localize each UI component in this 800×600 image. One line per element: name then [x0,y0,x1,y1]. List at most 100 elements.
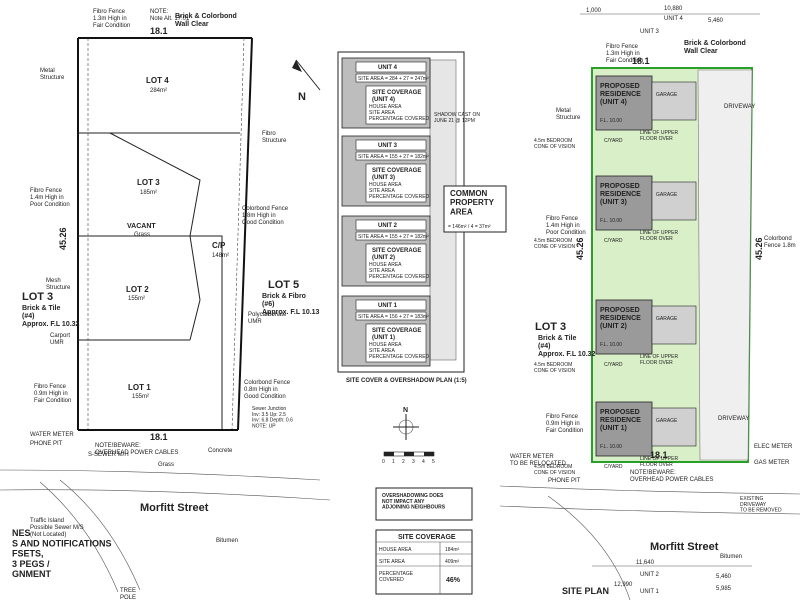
right-bottom-dim-1: 12,990 [614,582,633,588]
right-driveway-top: DRIVEWAY [724,104,755,110]
right-street-name: Morfitt Street [650,541,719,553]
coverage-title: SITE COVERAGE [398,534,456,541]
cyard-label: C/YARD [604,138,623,144]
unit-coverage-row: SITE AREA [369,188,396,194]
residence-block [595,175,653,231]
unit-coverage-row: HOUSE AREA [369,182,402,188]
unit-label: UNIT 3 [378,143,398,149]
cyard-label: C/YARD [604,362,623,368]
right-site-plan: 1,000 10,880 5,460 UNIT 4 UNIT 3 18.1 Fi… [499,6,800,600]
unit-coverage-title: SITE COVERAGE(UNIT 4) [372,90,421,103]
scale-3: 3 [412,459,415,465]
left-top-frontage: 18.1 [150,26,168,36]
garage-block [651,81,697,121]
coverage-row-value-1: 409m² [445,559,460,565]
right-bottom-frontage: 18.1 [650,450,668,460]
cyard-label: C/YARD [604,238,623,244]
coverage-row-value-0: 184m² [445,547,460,553]
garage-label: GARAGE [656,418,678,424]
left-bottom-frontage: 18.1 [150,432,168,442]
mid-north-arrow: N [393,407,419,440]
cp-label: C/P [212,241,226,250]
garage-label: GARAGE [656,192,678,198]
coverage-row-label-1: SITE AREA [379,559,406,565]
lot-4-name: LOT 4 [146,76,169,85]
unit-coverage-row: PERCENTAGE COVERED [369,116,430,122]
cp-area: 148m² [212,253,229,259]
site-plan-title: SITE PLAN [562,586,609,596]
lot-5-desc: Brick & Fibro(#6)Approx. F.L 10.13 [262,293,320,316]
cyard-label: C/YARD [604,464,623,470]
driveway-area [697,69,753,461]
garage-label: GARAGE [656,92,678,98]
common-property-value: = 146m² / 4 = 37m² [448,224,491,230]
lot-2-area: 155m² [128,296,145,302]
left-lot-3-desc: Brick & Tile(#4)Approx. F.L 10.32 [22,305,80,328]
scale-1: 1 [392,459,395,465]
left-side-length: 45.26 [58,227,68,250]
site-coverage-table: SITE COVERAGE HOUSE AREA 184m² SITE AREA… [375,529,473,595]
lot-3-area: 185m² [140,190,157,196]
unit-coverage-row: HOUSE AREA [369,342,402,348]
right-top-unit: UNIT 4 [664,16,684,22]
unit-site-area: SITE AREA = 156 + 27 = 183m² [358,314,429,320]
garage-block [651,181,697,221]
left-north-label: N [298,91,306,103]
vacant-area: Grass [134,232,150,238]
unit-coverage-title: SITE COVERAGE(UNIT 3) [372,168,421,181]
common-property-box [443,185,507,233]
residence-fl: F.L. 10.00 [600,118,622,124]
coverage-row-value-2: 46% [446,577,461,584]
scale-bar: 0 1 2 3 4 5 [382,451,435,465]
left-concrete: Concrete [208,448,233,454]
left-overhead-cables: NOTE!BEWARE:OVERHEAD POWER CABLES [95,443,178,456]
right-phone-pit: PHONE PIT [548,478,581,484]
unit-site-area: SITE AREA = 284 + 27 = 247m² [358,76,429,82]
unit-coverage-title: SITE COVERAGE(UNIT 2) [372,248,421,261]
right-bottom-unit-2: UNIT 2 [640,572,660,578]
scale-5: 5 [432,459,435,465]
left-phone-pit: PHONE PIT [30,441,63,447]
unit-coverage-row: SITE AREA [369,348,396,354]
garage-label: GARAGE [656,316,678,322]
lot-3-name: LOT 3 [137,178,160,187]
lot-1-area: 155m² [132,394,149,400]
left-sewer-label: S-SEWER M/H [88,452,129,458]
right-bottom-dim-0: 11,640 [636,560,655,566]
scale-0: 0 [382,459,385,465]
mid-plan-caption: SITE COVER & OVERSHADOW PLAN (1:5) [346,378,467,384]
left-street-name: Morfitt Street [140,502,209,514]
unit-coverage-row: SITE AREA [369,110,396,116]
vacant-label: VACANT [127,223,156,230]
unit-label: UNIT 1 [378,303,398,309]
lot-1-name: LOT 1 [128,383,151,392]
garage-block [651,305,697,345]
